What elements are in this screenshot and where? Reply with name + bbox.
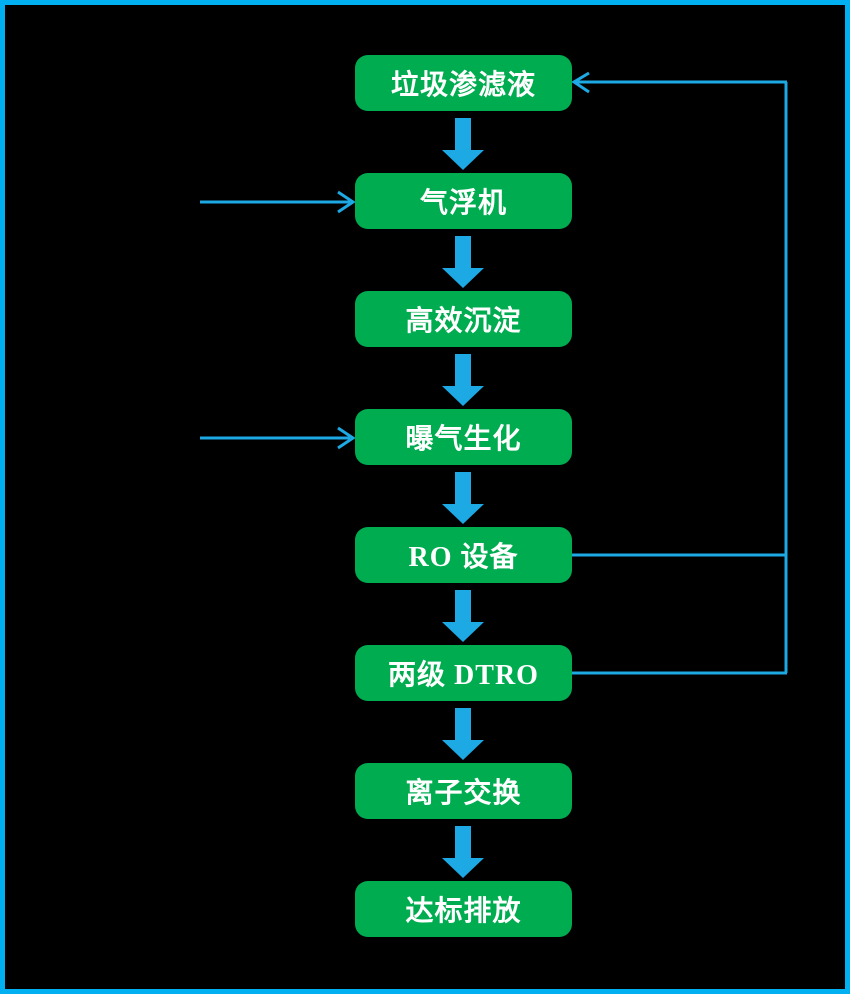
flow-arrow-shaft xyxy=(455,118,471,150)
node-discharge: 达标排放 xyxy=(355,881,572,937)
flow-arrow-head xyxy=(442,386,484,406)
flow-arrow-head xyxy=(442,858,484,878)
connector-layer xyxy=(200,71,788,675)
flow-arrow-head xyxy=(442,622,484,642)
flow-arrow-shaft xyxy=(455,708,471,740)
input-arrow-aeration xyxy=(200,426,356,450)
flow-arrow-shaft xyxy=(455,236,471,268)
input-arrow-flotation xyxy=(200,190,356,214)
node-dtro: 两级 DTRO xyxy=(355,645,572,701)
flow-arrow-3 xyxy=(442,354,484,406)
flow-arrow-shaft xyxy=(455,472,471,504)
flow-arrow-7 xyxy=(442,826,484,878)
node-leachate: 垃圾渗滤液 xyxy=(355,55,572,111)
node-ro-equipment: RO 设备 xyxy=(355,527,572,583)
flow-arrow-shaft xyxy=(455,590,471,622)
flow-arrow-6 xyxy=(442,708,484,760)
flow-arrow-2 xyxy=(442,236,484,288)
flow-arrow-head xyxy=(442,740,484,760)
node-aeration-bio: 曝气生化 xyxy=(355,409,572,465)
flow-arrow-head xyxy=(442,150,484,170)
flow-arrow-1 xyxy=(442,118,484,170)
flow-arrow-head xyxy=(442,268,484,288)
flow-arrow-4 xyxy=(442,472,484,524)
recycle-arrow-to-leachate xyxy=(571,71,787,94)
node-ion-exchange: 离子交换 xyxy=(355,763,572,819)
flow-arrow-head xyxy=(442,504,484,524)
node-sedimentation: 高效沉淀 xyxy=(355,291,572,347)
flow-arrow-shaft xyxy=(455,826,471,858)
node-air-flotation: 气浮机 xyxy=(355,173,572,229)
flow-arrow-5 xyxy=(442,590,484,642)
flow-arrow-shaft xyxy=(455,354,471,386)
